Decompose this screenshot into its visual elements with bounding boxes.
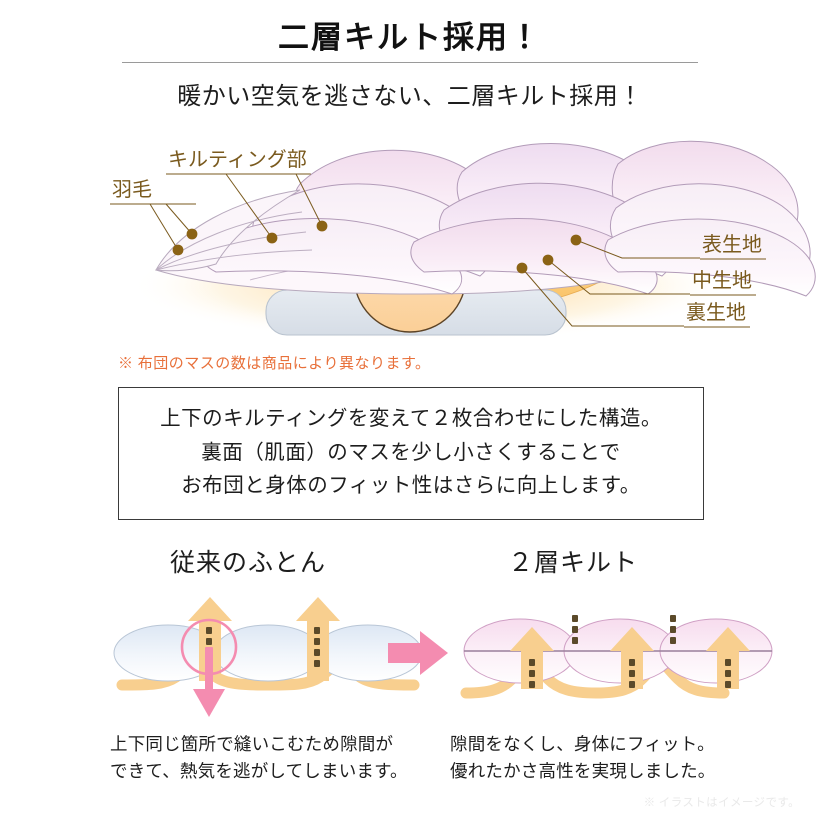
two-layer-upper-stitch-2 (670, 615, 676, 644)
comparison-diagrams (0, 585, 820, 725)
quilt-count-note: ※ 布団のマスの数は商品により異なります。 (118, 356, 431, 372)
caption-traditional-line-1: 上下同じ箇所で縫いこむため隙間が (110, 734, 394, 754)
description-box: 上下のキルティングを変えて２枚合わせにした構造。 裏面（肌面）のマスを少し小さく… (118, 387, 704, 520)
caption-traditional-line-2: できて、熱気を逃がしてしまいます。 (110, 761, 408, 782)
hero-callout-dots-left (172, 220, 328, 256)
description-line-2: 裏面（肌面）のマスを少し小さくすることで (201, 441, 621, 464)
two-layer-lower-stitch-2 (629, 659, 635, 688)
page-title: 二層キルト採用！ (278, 20, 542, 56)
dot-down-2 (186, 228, 198, 240)
dot-quilting-2 (316, 220, 328, 232)
label-middle-fabric: 中生地 (692, 269, 752, 292)
two-layer-lower-stitch-3 (725, 659, 731, 688)
caption-two-layer-line-1: 隙間をなくし、身体にフィット。 (450, 734, 715, 754)
dot-down-1 (172, 244, 184, 256)
diagram-two-layer-quilt (460, 615, 773, 699)
dot-middle-fabric (542, 254, 554, 266)
description-line-1: 上下のキルティングを変えて２枚合わせにした構造。 (160, 407, 662, 430)
label-inner-fabric: 裏生地 (686, 301, 746, 324)
page-subtitle: 暖かい空気を逃さない、二層キルト採用！ (177, 84, 643, 110)
two-layer-heat-arrows (510, 627, 750, 689)
hero-leader-lines-right (521, 239, 700, 327)
label-down: 羽毛 (112, 178, 152, 201)
comparison-heading-traditional: 従来のふとん (170, 548, 327, 577)
comparison-caption-two-layer: 隙間をなくし、身体にフィット。 優れたかさ高性を実現しました。 (450, 731, 780, 785)
diagram-traditional-futon (113, 597, 423, 717)
illustration-footnote: ※ イラストはイメージです。 (643, 797, 800, 809)
heat-loss-arrow (193, 647, 225, 717)
description-line-3: お布団と身体のフィット性はさらに向上します。 (181, 475, 641, 498)
hero-callout-dots-right (516, 234, 582, 274)
caption-two-layer-line-2: 優れたかさ高性を実現しました。 (450, 761, 716, 782)
comparison-arrow-icon (388, 631, 448, 675)
two-layer-upper-stitch-1 (572, 615, 578, 644)
quilt-left-taper (155, 189, 313, 272)
comparison-caption-traditional: 上下同じ箇所で縫いこむため隙間が できて、熱気を逃がしてしまいます。 (110, 731, 440, 785)
two-layer-lower-stitch-1 (529, 659, 535, 688)
dot-inner-fabric (516, 262, 528, 274)
dot-quilting-1 (266, 232, 278, 244)
traditional-stitch-line-2 (314, 627, 320, 667)
dot-outer-fabric (570, 234, 582, 246)
title-divider (122, 62, 698, 63)
comforter-cross-section-illustration: キルティング部 羽毛 表生地 中生地 裏生地 (0, 118, 820, 353)
traditional-cell-2 (213, 624, 323, 682)
label-quilting: キルティング部 (168, 148, 307, 171)
label-outer-fabric: 表生地 (702, 233, 762, 256)
comparison-heading-two-layer: ２層キルト (508, 548, 639, 577)
